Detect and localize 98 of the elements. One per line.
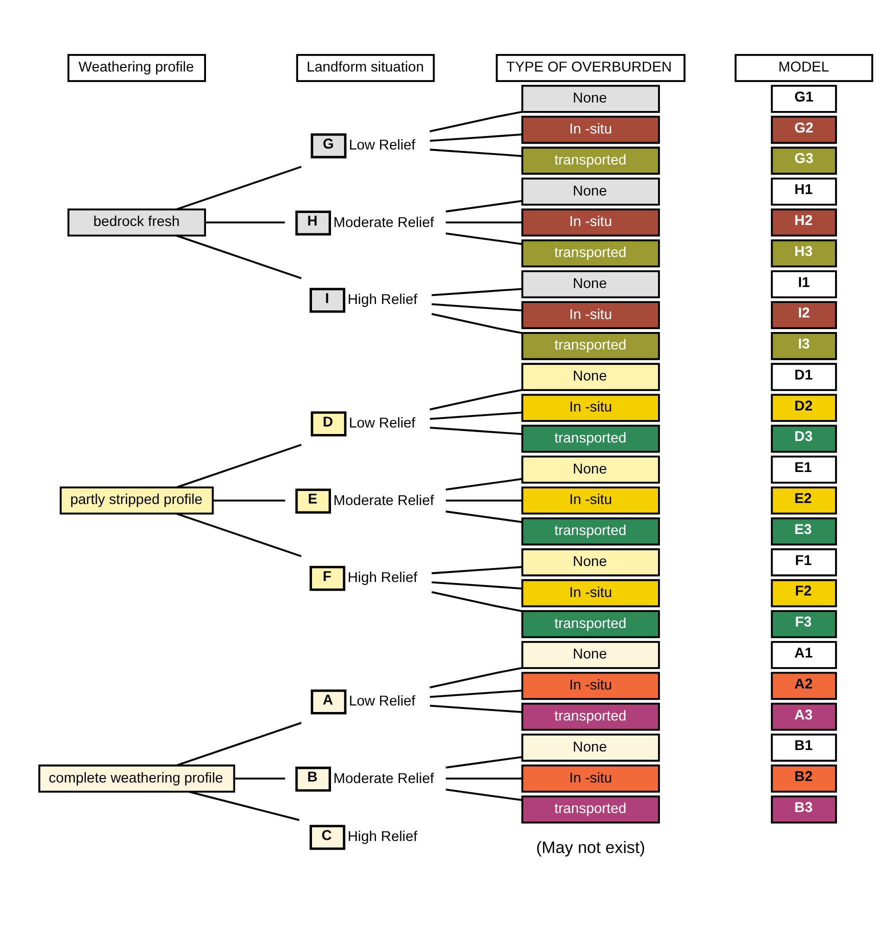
node-box: D2 <box>770 394 836 422</box>
node-box: B1 <box>770 734 836 762</box>
connector <box>212 500 285 502</box>
node-box: TYPE OF OVERBURDEN <box>495 54 685 82</box>
node-box: D3 <box>770 424 836 453</box>
connector <box>429 426 522 436</box>
node-box: In -situ <box>520 394 660 422</box>
node-box: In -situ <box>520 116 660 144</box>
node-box: In -situ <box>520 486 660 515</box>
connector <box>429 148 522 157</box>
node-box: None <box>520 362 660 391</box>
node-box: transported <box>520 424 660 453</box>
connector <box>429 110 522 132</box>
connector <box>176 722 302 766</box>
node-box: None <box>520 640 660 670</box>
connector <box>429 134 522 142</box>
node-box: transported <box>520 239 660 268</box>
node-box: H1 <box>770 178 836 206</box>
connector <box>429 388 522 410</box>
node-box: Landform situation <box>296 54 434 82</box>
connector <box>204 222 284 224</box>
node-box: A3 <box>770 702 836 731</box>
connector <box>431 591 522 612</box>
node-label: Moderate Relief <box>332 214 434 231</box>
node-label: High Relief <box>347 570 417 586</box>
node-box: I3 <box>770 332 836 360</box>
node-box: E2 <box>770 486 836 515</box>
node-box: transported <box>520 795 660 824</box>
connector <box>445 510 522 523</box>
node-box: B2 <box>770 764 836 793</box>
node-box: I2 <box>770 301 836 330</box>
connector <box>431 303 522 312</box>
node-box: F1 <box>770 548 836 576</box>
connector <box>431 313 522 334</box>
connector <box>176 512 302 558</box>
node-box: I1 <box>770 270 836 298</box>
node-box: complete weathering profile <box>38 764 235 793</box>
node-box: None <box>520 178 660 206</box>
node-box: H3 <box>770 239 836 268</box>
connector <box>429 667 522 688</box>
node-box: transported <box>520 146 660 175</box>
node-box: None <box>520 270 660 298</box>
node-box: E1 <box>770 456 836 484</box>
node-box: G2 <box>770 116 836 144</box>
node-box: F3 <box>770 610 836 638</box>
connector <box>429 690 522 698</box>
node-box: transported <box>520 702 660 731</box>
node-box: A2 <box>770 672 836 700</box>
node-box: E3 <box>770 517 836 546</box>
node-box: H2 <box>770 208 836 236</box>
connector <box>429 412 522 420</box>
node-box: bedrock fresh <box>66 208 206 236</box>
connector <box>445 200 522 212</box>
node-box: G1 <box>770 84 836 113</box>
connector <box>176 444 302 488</box>
connector <box>176 166 302 210</box>
connector <box>445 232 522 245</box>
connector <box>445 500 522 502</box>
connector <box>431 581 522 590</box>
connector <box>176 234 302 280</box>
node-box: partly stripped profile <box>59 486 214 515</box>
node-box: In -situ <box>520 301 660 330</box>
node-box: In -situ <box>520 672 660 700</box>
connector <box>188 790 300 821</box>
node-box: None <box>520 84 660 113</box>
node-box: G3 <box>770 146 836 175</box>
node-box: None <box>520 548 660 576</box>
node-box: A1 <box>770 640 836 670</box>
connector <box>234 778 285 780</box>
node-box: In -situ <box>520 208 660 236</box>
node-box: Weathering profile <box>66 54 206 82</box>
connector <box>429 704 522 714</box>
node-box: transported <box>520 332 660 360</box>
node-box: None <box>520 734 660 762</box>
node-box: transported <box>520 610 660 638</box>
connector <box>445 778 522 780</box>
connector <box>431 566 522 574</box>
node-box: None <box>520 456 660 484</box>
node-label: High Relief <box>347 292 417 308</box>
node-label: Low Relief <box>348 416 415 432</box>
connector <box>445 788 522 802</box>
node-label: High Relief <box>347 829 417 846</box>
node-box: F2 <box>770 579 836 608</box>
node-box: In -situ <box>520 764 660 793</box>
connector <box>445 756 522 769</box>
connector <box>445 222 522 224</box>
node-box: B3 <box>770 795 836 824</box>
connector <box>431 288 522 296</box>
node-label: Low Relief <box>348 138 415 154</box>
node-box: transported <box>520 517 660 546</box>
node-label: Moderate Relief <box>332 492 434 509</box>
node-label: Moderate Relief <box>332 770 434 787</box>
node-box: In -situ <box>520 579 660 608</box>
node-box: MODEL <box>734 54 873 82</box>
connector <box>445 478 522 490</box>
node-label: Low Relief <box>348 694 415 710</box>
node-box: D1 <box>770 362 836 391</box>
label: (May not exist) <box>536 838 645 858</box>
